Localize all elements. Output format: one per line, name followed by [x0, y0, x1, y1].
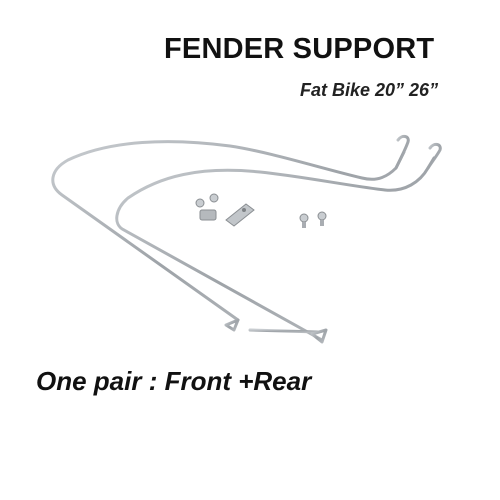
screw-icon	[299, 211, 327, 228]
fender-stay-front-icon	[115, 142, 442, 344]
product-subtitle: Fat Bike 20” 26”	[300, 80, 439, 100]
product-caption: One pair : Front +Rear	[36, 366, 312, 396]
fender-stay-rear-icon	[51, 134, 410, 332]
mounting-bracket-icon	[195, 193, 255, 227]
product-title: FENDER SUPPORT	[164, 33, 435, 65]
